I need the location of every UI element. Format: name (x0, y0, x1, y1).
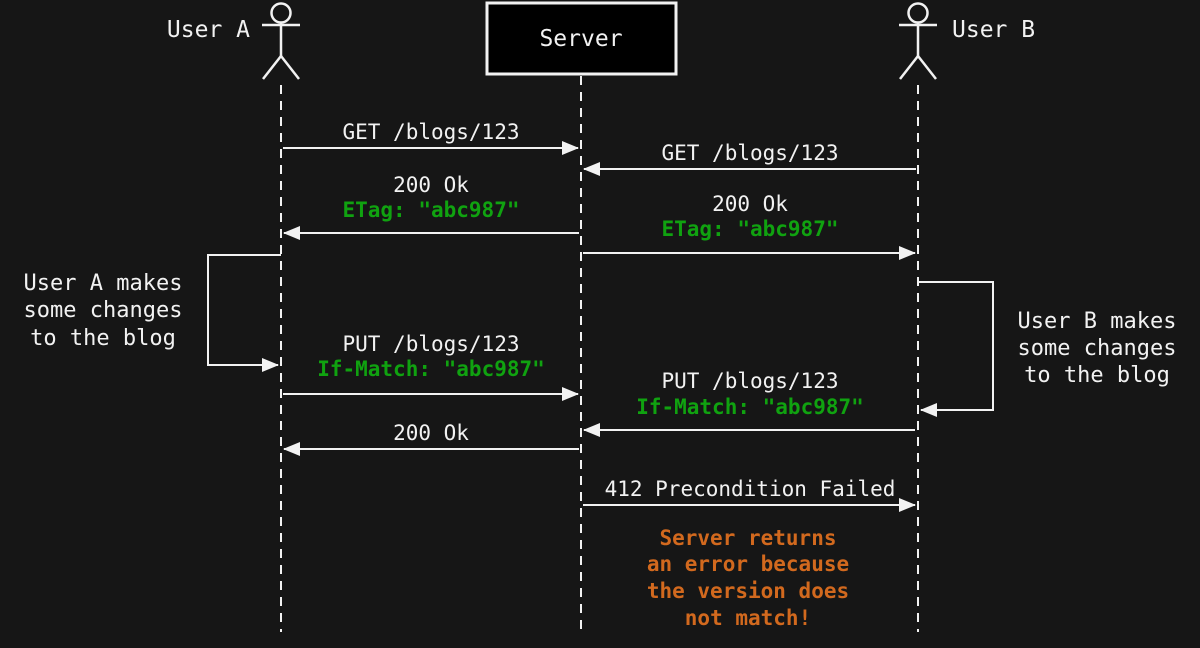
get-b-label: GET /blogs/123 (661, 141, 838, 165)
message-412-user-b: 412 Precondition Failed (583, 477, 916, 512)
user-b-leg-left (899, 55, 919, 80)
user-b-leg-right (917, 55, 937, 80)
user-a-note-line1: User A makes (24, 271, 183, 296)
resp-b-etag-header: ETag: "abc987" (661, 217, 838, 241)
error-note: Server returns an error because the vers… (647, 526, 849, 630)
user-a-leg-right (280, 55, 300, 80)
resp-b-status: 200 Ok (712, 192, 788, 216)
self-loop-user-b: User B makes some changes to the blog (918, 281, 1177, 417)
message-get-user-a: GET /blogs/123 (283, 120, 579, 155)
message-get-user-b: GET /blogs/123 (583, 141, 916, 176)
get-a-label: GET /blogs/123 (342, 120, 519, 144)
server-box (485, 1, 678, 76)
user-b-head (907, 2, 929, 24)
user-b-note-line2: some changes (1018, 336, 1177, 361)
self-loop-user-a: User A makes some changes to the blog (24, 254, 281, 372)
user-b-note-line1: User B makes (1018, 309, 1177, 334)
user-a-figure (262, 2, 300, 80)
user-a-leg-left (262, 55, 282, 80)
actor-server: Server (485, 1, 678, 76)
user-b-label: User B (952, 17, 1035, 43)
message-response-user-a: 200 Ok ETag: "abc987" (283, 173, 579, 240)
error-note-line2: an error because (647, 552, 849, 576)
user-a-note-line2: some changes (24, 298, 183, 323)
user-b-loop-bracket (918, 281, 994, 417)
error-note-line4: not match! (685, 606, 811, 630)
message-put-user-a: PUT /blogs/123 If-Match: "abc987" (283, 332, 579, 401)
user-a-head (270, 2, 292, 24)
put-a-label: PUT /blogs/123 (342, 332, 519, 356)
user-a-label: User A (167, 17, 250, 43)
user-a-note-line3: to the blog (30, 326, 176, 351)
ok-a-label: 200 Ok (393, 421, 469, 445)
message-response-user-b: 200 Ok ETag: "abc987" (583, 192, 916, 260)
error-note-line3: the version does (647, 579, 849, 603)
put-b-ifmatch-header: If-Match: "abc987" (636, 395, 864, 419)
message-put-user-b: PUT /blogs/123 If-Match: "abc987" (583, 369, 915, 437)
error-note-line1: Server returns (659, 526, 836, 550)
message-ok-user-a: 200 Ok (283, 421, 579, 456)
actor-user-a: User A (167, 2, 300, 80)
fail-b-label: 412 Precondition Failed (605, 477, 896, 501)
resp-a-etag-header: ETag: "abc987" (342, 198, 519, 222)
resp-a-status: 200 Ok (393, 173, 469, 197)
actor-user-b: User B (899, 2, 1035, 80)
user-b-figure (899, 2, 937, 80)
server-label: Server (539, 26, 622, 52)
user-b-note-line3: to the blog (1024, 363, 1170, 388)
user-a-loop-bracket (207, 254, 281, 372)
put-b-label: PUT /blogs/123 (661, 369, 838, 393)
put-a-ifmatch-header: If-Match: "abc987" (317, 357, 545, 381)
